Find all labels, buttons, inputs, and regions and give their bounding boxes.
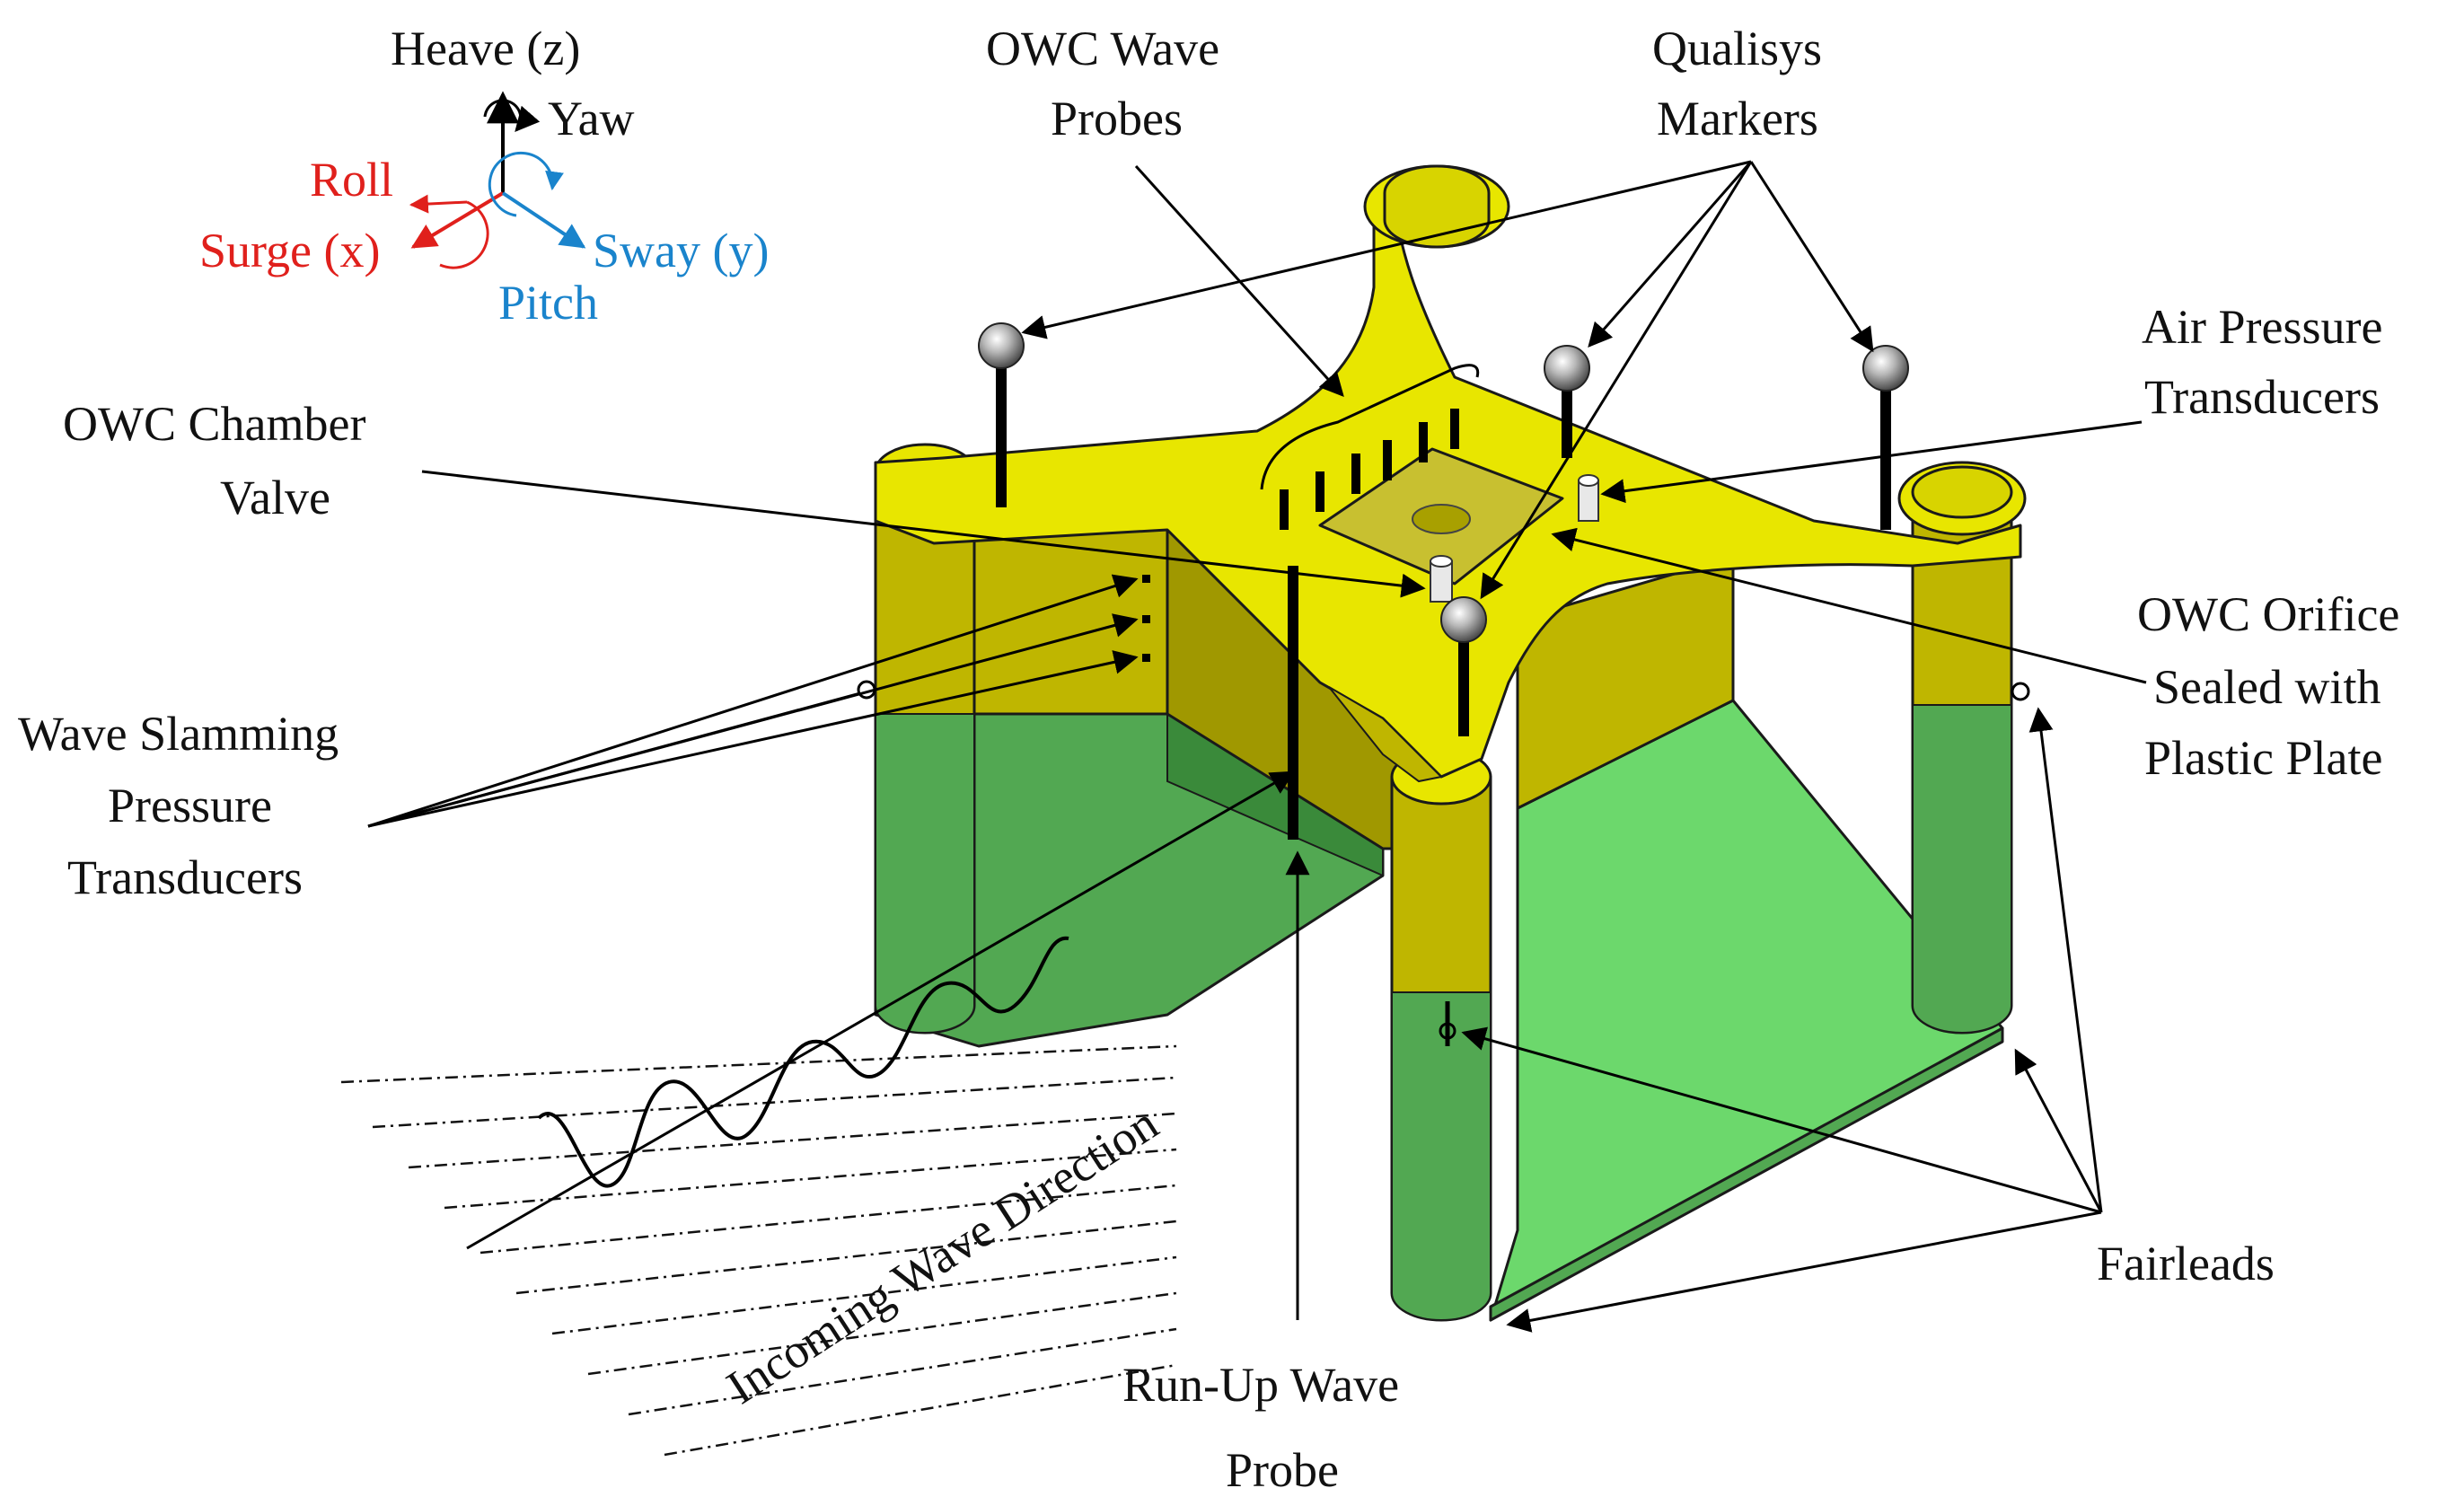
heave-label: Heave (z): [391, 22, 580, 75]
wave-profile: [537, 936, 1069, 1188]
qualisys-marker-1: [978, 322, 1025, 507]
qualisys-label-2: Markers: [1657, 92, 1818, 145]
column-back-right-green: [1912, 704, 2012, 1034]
qualisys-marker-4: [1440, 596, 1487, 736]
roll-label: Roll: [310, 153, 393, 207]
wave-direction-axis: [466, 771, 1296, 1250]
slamming-label-2: Pressure: [108, 779, 272, 832]
chamber-valve-cylinder: [1430, 555, 1453, 603]
owc-wave-probes-label-2: Probes: [1051, 92, 1183, 145]
slamming-label-1: Wave Slamming: [18, 707, 339, 761]
orifice-label-3: Plastic Plate: [2144, 731, 2382, 785]
qualisys-marker-2: [1544, 345, 1590, 458]
air-pressure-label-1: Air Pressure: [2142, 300, 2382, 354]
run-up-label-1: Run-Up Wave: [1122, 1358, 1399, 1412]
owc-wave-probes: [1280, 409, 1459, 530]
orifice-label-2: Sealed with: [2153, 660, 2380, 714]
air-pressure-label-2: Transducers: [2144, 370, 2380, 424]
column-front-green: [1391, 991, 1492, 1321]
qualisys-marker-3: [1862, 345, 1909, 530]
platform-structure: [857, 164, 2030, 1322]
qualisys-label-1: Qualisys: [1652, 22, 1822, 75]
slamming-label-3: Transducers: [67, 850, 303, 904]
hull-right-yellow: [1516, 555, 1735, 810]
owc-wave-probes-label-1: OWC Wave: [986, 22, 1219, 75]
fairleads-label: Fairleads: [2097, 1237, 2275, 1290]
column-back-left-green: [875, 713, 975, 1034]
leader-lines: [367, 160, 2147, 1333]
chamber-valve-label-1: OWC Chamber: [63, 397, 365, 451]
pitch-label: Pitch: [498, 276, 598, 330]
run-up-label-2: Probe: [1226, 1443, 1339, 1497]
motion-axes: Heave (z) Yaw Roll Surge (x) Sway (y) Pi…: [199, 22, 769, 330]
surge-label: Surge (x): [199, 224, 380, 277]
incoming-wave-label: Incoming Wave Direction: [717, 1096, 1167, 1414]
chamber-valve-label-2: Valve: [220, 471, 330, 524]
air-pressure-transducer-1: [1578, 474, 1599, 522]
incoming-wave: [340, 771, 1296, 1457]
yaw-label: Yaw: [548, 92, 635, 145]
sway-label: Sway (y): [593, 224, 769, 277]
orifice-hole: [1412, 504, 1471, 534]
orifice-label-1: OWC Orifice: [2137, 587, 2399, 641]
slamming-transducers: [1142, 575, 1150, 662]
